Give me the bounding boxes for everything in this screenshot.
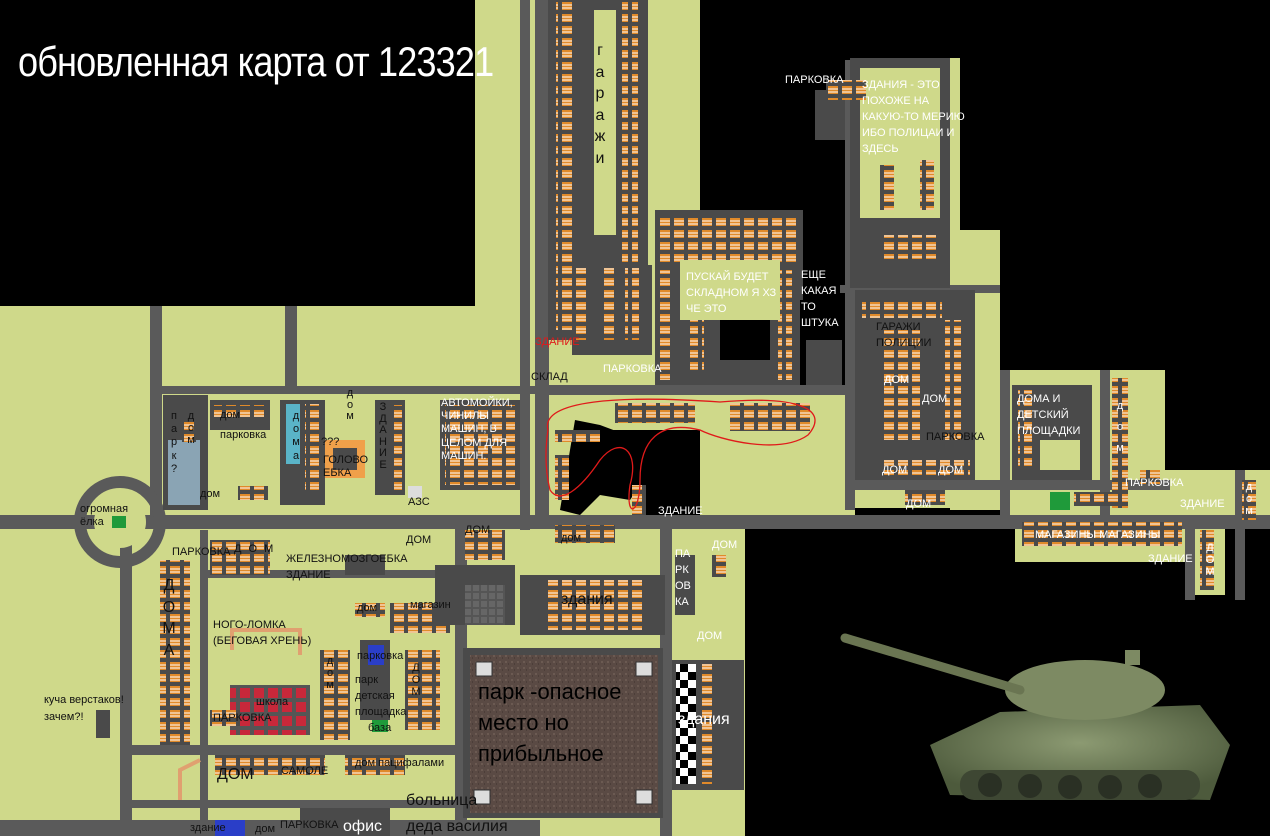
label-house-vert-c: д о м xyxy=(346,387,354,423)
label-house-vert-se: Д О М xyxy=(1205,542,1215,579)
label-house-vert-w2: д о м а xyxy=(292,410,300,462)
label-big-tree: огромная ёлка xyxy=(80,503,129,529)
label-house-pacifals: дом пацифалами xyxy=(355,757,445,769)
garages-block xyxy=(548,0,652,355)
label-park-big: парк -опасное место но прибыльное xyxy=(478,679,622,766)
label-building-bottom: здание xyxy=(190,822,226,834)
label-house-far-e: д о м xyxy=(1245,481,1253,518)
label-park-playground: парк детская площадка xyxy=(355,674,407,718)
label-storage: ПУСКАЙ БУДЕТ СКЛАДНОМ Я ХЗ ЧЕ ЭТО xyxy=(686,271,777,315)
label-houses-playground: ДОМА И ДЕТСКИЙ ПЛОЩАДКИ xyxy=(1017,393,1081,437)
center-blocks xyxy=(435,525,744,818)
label-house-w2: дом xyxy=(200,488,221,500)
label-hospital: больница xyxy=(406,792,478,809)
red-circled-area xyxy=(545,398,816,515)
west-blocks xyxy=(112,395,520,528)
east-houses xyxy=(1012,378,1256,590)
label-school: школа xyxy=(256,696,289,708)
label-parking-e: ПАРКОВКА xyxy=(1125,477,1184,489)
label-house-vert-c2: Д О М xyxy=(411,662,421,699)
label-building-red: ЗДАНИЕ xyxy=(535,336,580,348)
label-building-mid: ЗДАНИЕ xyxy=(658,505,703,517)
label-park-vert: п а р к ? xyxy=(170,410,178,475)
label-golovoebka: ГОЛОВО ЕБКА xyxy=(323,454,369,480)
label-house-bottom2: дом xyxy=(255,823,276,835)
label-house-p4: ДОМ xyxy=(938,464,964,476)
label-building-se: ЗДАНИЕ xyxy=(1148,553,1193,565)
label-house-p1: ДОМ xyxy=(884,374,910,386)
label-building-e: ЗДАНИЕ xyxy=(1180,498,1225,510)
label-house-p2: ДОМ xyxy=(922,393,948,405)
label-question: ??? xyxy=(321,436,340,448)
label-house-c3: дом xyxy=(561,532,582,544)
label-house-c2: ДОМ xyxy=(465,524,491,536)
label-building-sw: ЗДАНИЕ xyxy=(286,569,331,581)
label-gas: АЗС xyxy=(408,496,430,508)
label-samole: САМОЛЕ xyxy=(281,765,329,777)
label-parking-vert: ПА РК ОВ КА xyxy=(675,548,691,608)
label-house-sw: Д О М xyxy=(234,543,276,555)
label-parking-school: ПАРКОВКА xyxy=(213,712,272,724)
label-office: офис xyxy=(343,818,382,835)
label-parking-top: ПАРКОВКА xyxy=(603,363,662,375)
label-buildings-c: здания xyxy=(561,591,613,608)
label-city-hall: ЗДАНИЯ - ЭТО ПОХОЖЕ НА КАКУЮ-ТО МЕРИЮ ИБ… xyxy=(862,79,965,155)
label-railway: ЖЕЛЕЗНОМОЗГОЕБКА xyxy=(286,553,408,565)
label-house-r2: ДОМ xyxy=(697,630,723,642)
label-shop: магазин xyxy=(410,599,451,611)
label-house-p3: ДОМ xyxy=(882,464,908,476)
label-house-vert-sw: Д О М А xyxy=(162,577,176,659)
label-parking-police: ПАРКОВКА xyxy=(926,431,985,443)
storage-block xyxy=(655,210,842,385)
police-block xyxy=(855,290,975,505)
label-house-w1: дом xyxy=(220,409,241,421)
label-parking-ne: ПАРКОВКА xyxy=(785,74,844,86)
label-leg-breaker: НОГО-ЛОМКА (БЕГОВАЯ ХРЕНЬ) xyxy=(213,619,312,647)
map-title: обновленная карта от 123321 xyxy=(18,38,494,85)
label-car-wash: АВТОМОЙКИ, ЧИНИЛЫ МАШИН, В ЦЕЛОМ ДЛЯ МАШ… xyxy=(441,397,513,462)
label-shops: МАГАЗИНЫ МАГАЗИНЫ xyxy=(1035,529,1161,541)
southwest-blocks xyxy=(96,540,450,836)
label-police-garages: ГАРАЖИ ПОЛИЦИИ xyxy=(876,321,932,349)
label-garages: г а р а ж и xyxy=(594,42,606,167)
label-house-vert-w: д о м xyxy=(187,410,195,447)
label-parking-sw: ПАРКОВКА xyxy=(172,546,231,558)
label-warehouse: СКЛАД xyxy=(531,371,568,383)
label-buildings-right: здания xyxy=(678,711,730,728)
label-house-c4: дом xyxy=(357,602,378,614)
label-house-bottom: ДОМ xyxy=(217,766,254,783)
label-parking-c: парковка xyxy=(357,650,404,662)
label-base: база xyxy=(368,722,392,734)
label-some-thing: ЕЩЕ КАКАЯ ТО ШТУКА xyxy=(801,269,839,329)
label-parking-bottom: ПАРКОВКА xyxy=(280,819,339,831)
label-house-r1: ДОМ xyxy=(712,539,738,551)
label-workbenches: куча верстаков! зачем?! xyxy=(44,694,124,724)
label-building-vert: З Д А Н И Е xyxy=(379,401,387,471)
label-house-c1: ДОМ xyxy=(406,534,432,546)
label-parking-w: парковка xyxy=(220,429,267,441)
label-grandpa: деда василия xyxy=(406,818,508,835)
cityhall-block xyxy=(815,58,950,288)
tank-image xyxy=(840,633,1230,800)
label-house-p5: ДОМ xyxy=(906,498,932,510)
label-house-vert-c3: д о м xyxy=(326,655,334,692)
label-house-vert-e: д о м xyxy=(1116,400,1124,454)
